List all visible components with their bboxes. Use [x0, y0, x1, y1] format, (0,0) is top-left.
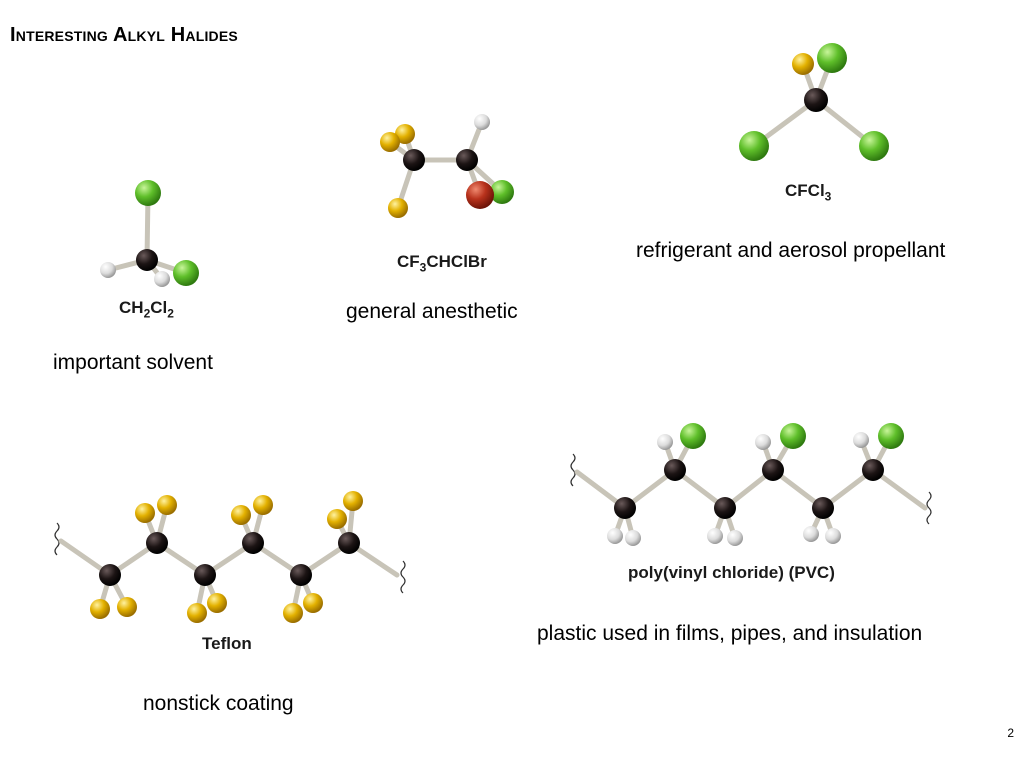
fluorine-atom	[343, 491, 363, 511]
freon-formula: CFCl3	[785, 181, 832, 204]
dichloromethane-model	[100, 180, 199, 287]
halothane-caption: general anesthetic	[346, 300, 518, 323]
hydrogen-atom	[755, 434, 771, 450]
chlorine-atom	[680, 423, 706, 449]
dichloromethane-formula: CH2Cl2	[119, 298, 174, 321]
fluorine-atom	[157, 495, 177, 515]
chlorine-atom	[817, 43, 847, 73]
fluorine-atom	[380, 132, 400, 152]
chlorine-atom	[878, 423, 904, 449]
carbon-atom	[812, 497, 834, 519]
carbon-atom	[290, 564, 312, 586]
carbon-atom	[762, 459, 784, 481]
pvc-caption: plastic used in films, pipes, and insula…	[537, 622, 923, 645]
hydrogen-atom	[657, 434, 673, 450]
carbon-atom	[862, 459, 884, 481]
carbon-atom	[403, 149, 425, 171]
hydrogen-atom	[100, 262, 116, 278]
teflon-model	[54, 491, 406, 623]
halothane-model	[380, 114, 514, 218]
fluorine-atom	[187, 603, 207, 623]
chlorine-atom	[135, 180, 161, 206]
carbon-atom	[136, 249, 158, 271]
fluorine-atom	[117, 597, 137, 617]
fluorine-atom	[135, 503, 155, 523]
pvc-model	[570, 423, 932, 546]
slide-title: Interesting Alkyl Halides	[10, 24, 238, 46]
hydrogen-atom	[474, 114, 490, 130]
hydrogen-atom	[707, 528, 723, 544]
freon-caption: refrigerant and aerosol propellant	[636, 239, 946, 262]
fluorine-atom	[90, 599, 110, 619]
hydrogen-atom	[853, 432, 869, 448]
chlorine-atom	[173, 260, 199, 286]
teflon-name: Teflon	[202, 634, 252, 653]
chlorine-atom	[739, 131, 769, 161]
carbon-atom	[242, 532, 264, 554]
teflon-caption: nonstick coating	[143, 692, 294, 715]
carbon-atom	[664, 459, 686, 481]
pvc-name: poly(vinyl chloride) (PVC)	[628, 563, 835, 582]
carbon-atom	[614, 497, 636, 519]
bromine-atom	[466, 181, 494, 209]
fluorine-atom	[303, 593, 323, 613]
carbon-atom	[338, 532, 360, 554]
carbon-atom	[456, 149, 478, 171]
page-number: 2	[1007, 726, 1014, 740]
freon-model	[739, 43, 889, 161]
carbon-atom	[99, 564, 121, 586]
chlorine-atom	[859, 131, 889, 161]
hydrogen-atom	[607, 528, 623, 544]
hydrogen-atom	[625, 530, 641, 546]
halothane-formula: CF3CHClBr	[397, 252, 487, 275]
carbon-atom	[194, 564, 216, 586]
hydrogen-atom	[154, 271, 170, 287]
fluorine-atom	[792, 53, 814, 75]
fluorine-atom	[388, 198, 408, 218]
hydrogen-atom	[825, 528, 841, 544]
carbon-atom	[714, 497, 736, 519]
chlorine-atom	[780, 423, 806, 449]
dichloromethane-caption: important solvent	[53, 351, 213, 374]
fluorine-atom	[395, 124, 415, 144]
fluorine-atom	[231, 505, 251, 525]
hydrogen-atom	[727, 530, 743, 546]
chlorine-atom	[490, 180, 514, 204]
carbon-atom	[146, 532, 168, 554]
carbon-atom	[804, 88, 828, 112]
hydrogen-atom	[803, 526, 819, 542]
fluorine-atom	[283, 603, 303, 623]
fluorine-atom	[327, 509, 347, 529]
fluorine-atom	[253, 495, 273, 515]
fluorine-atom	[207, 593, 227, 613]
